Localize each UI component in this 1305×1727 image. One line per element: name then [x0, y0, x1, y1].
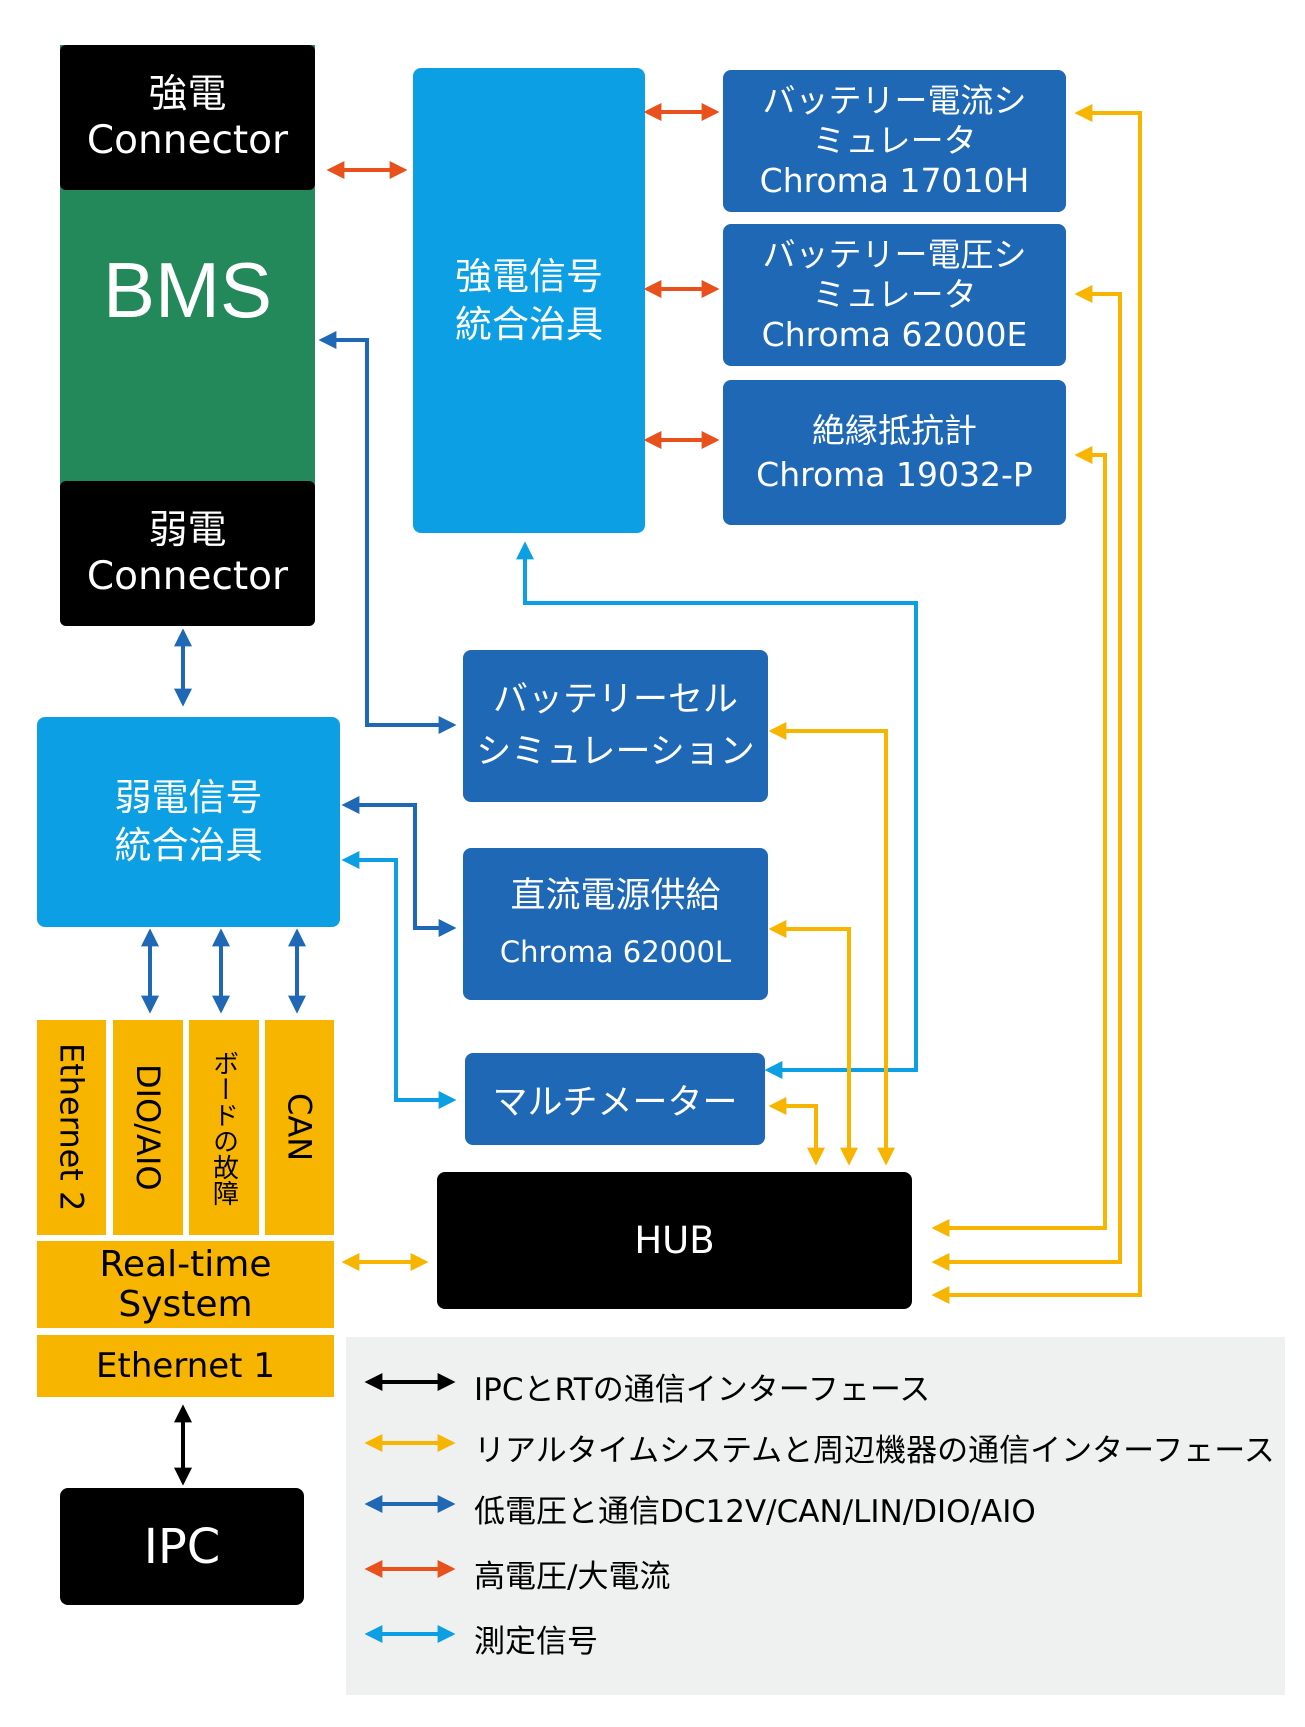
legend-arrow-yellow — [364, 1434, 456, 1452]
lv-link-fixture-dc — [341, 796, 457, 937]
lv-fixture-line2: 統合治具 — [114, 824, 263, 867]
voltage-sim-model: Chroma 62000E — [761, 315, 1028, 354]
insulation-line1: 絶縁抵抗計 — [812, 410, 977, 450]
battery-current-simulator: バッテリー電流シ ミュレータ Chroma 17010H — [723, 70, 1066, 212]
bms-label: BMS — [102, 245, 273, 334]
legend-item-high-voltage: 高電圧/大電流 — [346, 1549, 1285, 1595]
can-label: CAN — [280, 1093, 319, 1162]
legend-label: 測定信号 — [474, 1624, 598, 1660]
lv-connector-line2: Connector — [86, 553, 289, 599]
rt-link-voltage-sim — [931, 285, 1122, 1271]
legend-label: 高電圧/大電流 — [474, 1559, 671, 1595]
realtime-line2: System — [118, 1283, 253, 1325]
realtime-system: Real-time System — [37, 1241, 334, 1328]
hv-connector-line1: 強電 — [148, 71, 227, 117]
ethernet2-port: Ethernet 2 — [37, 1020, 106, 1235]
dio-aio-port: DIO/AIO — [113, 1020, 183, 1235]
battery-voltage-simulator: バッテリー電圧シ ミュレータ Chroma 62000E — [723, 224, 1066, 366]
legend-item-realtime: リアルタイムシステムと周辺機器の通信インターフェース — [346, 1423, 1285, 1469]
ipc: IPC — [60, 1488, 304, 1605]
lv-link-bms-cell — [318, 331, 457, 734]
legend-arrow-blue — [364, 1495, 456, 1513]
cell-sim-line1: バッテリーセル — [492, 680, 738, 720]
legend-item-low-voltage: 低電圧と通信DC12V/CAN/LIN/DIO/AIO — [346, 1484, 1285, 1530]
measure-link-fixture-mm — [341, 851, 457, 1109]
realtime-line1: Real-time — [99, 1243, 272, 1285]
legend-arrow-black — [364, 1373, 456, 1391]
dc-power-line1: 直流電源供給 — [510, 876, 721, 916]
rt-link-multimeter — [768, 1097, 825, 1166]
insulation-model: Chroma 19032-P — [756, 454, 1033, 494]
hub: HUB — [437, 1172, 912, 1309]
rt-link-current-sim — [931, 104, 1142, 1304]
hv-connector: 強電 Connector — [60, 45, 315, 190]
dio-aio-label: DIO/AIO — [129, 1064, 167, 1191]
lv-connector-line1: 弱電 — [148, 507, 227, 553]
legend-arrow-cyan — [364, 1625, 456, 1643]
current-sim-line1: バッテリー電流シ — [762, 81, 1027, 120]
legend-item-measurement: 測定信号 — [346, 1614, 1285, 1660]
legend-label: 低電圧と通信DC12V/CAN/LIN/DIO/AIO — [474, 1494, 1036, 1530]
board-fault-label: ボードの故障 — [208, 1049, 239, 1206]
can-port: CAN — [265, 1020, 334, 1235]
lv-connector: 弱電 Connector — [60, 481, 315, 626]
legend-label: リアルタイムシステムと周辺機器の通信インターフェース — [474, 1433, 1275, 1469]
ethernet1-label: Ethernet 1 — [96, 1346, 275, 1386]
lv-signal-fixture: 弱電信号 統合治具 — [37, 717, 340, 927]
battery-cell-simulation: バッテリーセル シミュレーション — [463, 650, 768, 802]
legend-arrow-orange — [364, 1560, 456, 1578]
ethernet1-port: Ethernet 1 — [37, 1335, 334, 1397]
rt-link-cell-sim — [768, 722, 895, 1166]
dc-power-model: Chroma 62000L — [499, 935, 732, 969]
voltage-sim-line1: バッテリー電圧シ — [762, 235, 1027, 274]
hub-label: HUB — [634, 1219, 715, 1262]
cell-sim-line2: シミュレーション — [476, 732, 755, 772]
hv-connector-line2: Connector — [86, 117, 289, 163]
current-sim-line2: ミュレータ — [812, 121, 977, 160]
board-fault-port: ボードの故障 — [189, 1020, 259, 1235]
hv-signal-fixture: 強電信号 統合治具 — [413, 68, 645, 533]
insulation-resistance-meter: 絶縁抵抗計 Chroma 19032-P — [723, 380, 1066, 525]
hv-fixture-line1: 強電信号 — [455, 254, 603, 298]
legend-item-ipc-rt: IPCとRTの通信インターフェース — [346, 1362, 1285, 1408]
lv-fixture-line1: 弱電信号 — [114, 776, 263, 819]
current-sim-model: Chroma 17010H — [759, 161, 1030, 200]
dc-power-supply: 直流電源供給 Chroma 62000L — [463, 848, 768, 1000]
multimeter-label: マルチメーター — [492, 1082, 738, 1123]
legend-label: IPCとRTの通信インターフェース — [474, 1372, 931, 1408]
legend: IPCとRTの通信インターフェース リアルタイムシステムと周辺機器の通信インター… — [346, 1337, 1285, 1695]
rt-link-insulation — [931, 446, 1107, 1237]
multimeter: マルチメーター — [465, 1053, 765, 1145]
ethernet2-label: Ethernet 2 — [52, 1043, 91, 1212]
hv-fixture-line2: 統合治具 — [455, 302, 603, 346]
ipc-label: IPC — [143, 1518, 221, 1575]
rt-link-dc — [768, 920, 858, 1166]
voltage-sim-line2: ミュレータ — [812, 275, 977, 314]
